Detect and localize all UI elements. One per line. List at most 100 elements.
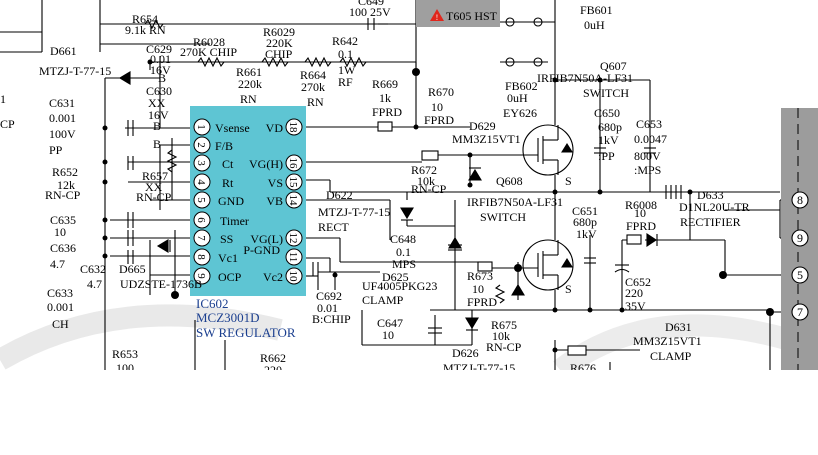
c629-value-2: 16V bbox=[150, 63, 171, 77]
d631-label: D631 bbox=[665, 320, 692, 334]
ic-pin-3-name: Ct bbox=[222, 157, 234, 171]
resistor-r669-box bbox=[377, 121, 393, 132]
r669-value-1: 1k bbox=[379, 91, 391, 105]
warning-icon bbox=[430, 9, 444, 21]
c632-value: 4.7 bbox=[87, 277, 102, 291]
left-edge-1: 1 bbox=[0, 92, 6, 106]
resistor-r672-box bbox=[421, 150, 439, 161]
components bbox=[118, 17, 682, 356]
diode-d622-symbol bbox=[400, 207, 414, 220]
resistor-r642-symbol bbox=[339, 56, 367, 68]
r675-label: R675 bbox=[491, 318, 517, 332]
r6008-label: R6008 bbox=[625, 198, 657, 212]
ic-pin-5-name: GND bbox=[218, 194, 244, 208]
ic-pin-5-num: 5 bbox=[195, 197, 207, 203]
c630-value-1: XX bbox=[148, 96, 166, 110]
r6029-value-1: 220K bbox=[266, 36, 293, 50]
r652-value-2: RN-CP bbox=[45, 188, 81, 202]
d633-part: D1NL20U-TR bbox=[679, 200, 750, 214]
d631-role: CLAMP bbox=[650, 349, 692, 363]
r657-value-1: XX bbox=[145, 180, 163, 194]
diode-d665-symbol bbox=[156, 239, 169, 253]
r6028-label: R6028 bbox=[193, 35, 225, 49]
c650-value-1: 680p bbox=[598, 120, 622, 134]
c653-value-2: 800V bbox=[634, 149, 661, 163]
ic-pin-9-name: OCP bbox=[218, 270, 242, 284]
c633-label: C633 bbox=[47, 286, 73, 300]
ic-pin-15-name: VS bbox=[268, 176, 283, 190]
resistor-r661-symbol bbox=[261, 56, 289, 68]
c635-value: 10 bbox=[54, 225, 66, 239]
c649-value: 100 25V bbox=[349, 5, 391, 19]
connector-pin-8: 8 bbox=[797, 193, 803, 207]
connector-pin-7: 7 bbox=[797, 305, 803, 319]
ic-part-label: MCZ3001D bbox=[196, 310, 260, 325]
mosfet-q608-symbol bbox=[518, 239, 574, 291]
ic-ref-label: IC602 bbox=[196, 296, 229, 311]
diode-d625-symbol bbox=[448, 236, 462, 249]
resistor-r664-symbol bbox=[304, 56, 332, 68]
r675-value-1: 10k bbox=[492, 329, 510, 343]
d629-label: D629 bbox=[469, 119, 496, 133]
q608-label: Q608 bbox=[496, 174, 523, 188]
lower-blank-area bbox=[0, 370, 818, 450]
c633-value-1: 0.001 bbox=[47, 300, 74, 314]
r672-value-1: 10k bbox=[417, 174, 435, 188]
r670-value-1: 10 bbox=[431, 100, 443, 114]
c648-label: C648 bbox=[390, 232, 416, 246]
r661-value-2: RN bbox=[240, 92, 257, 106]
c630-value-2: 16V bbox=[148, 108, 169, 122]
resistor-r673-box bbox=[477, 261, 493, 272]
ic-pin-12-name: VG(L) bbox=[250, 232, 283, 246]
diode-d633-symbol bbox=[646, 232, 657, 248]
c651-value-1: 680p bbox=[573, 215, 597, 229]
r661-value-1: 220k bbox=[238, 77, 262, 91]
c692-value-1: 0.01 bbox=[317, 301, 338, 315]
c653-value-3: :MPS bbox=[634, 163, 661, 177]
c692-label: C692 bbox=[316, 289, 342, 303]
r673-value-2: FPRD bbox=[467, 295, 497, 309]
ic-pin-18-num: 18 bbox=[287, 122, 299, 134]
q607-label: Q607 bbox=[600, 59, 627, 73]
q608-source-label: S bbox=[565, 282, 572, 296]
c648-value-1: 0.1 bbox=[396, 245, 411, 259]
ic-pin-18-name: VD bbox=[266, 121, 284, 135]
ic-pin-12-num: 12 bbox=[287, 233, 299, 244]
ic-pin-3-num: 3 bbox=[195, 160, 207, 166]
c631-value-1: 0.001 bbox=[49, 111, 76, 125]
ic-pin-9-num: 9 bbox=[195, 273, 207, 279]
r642-value-2: 1W bbox=[338, 63, 356, 77]
ic-pin-8-num: 8 bbox=[195, 254, 207, 260]
ic-pin-16-num: 16 bbox=[287, 158, 299, 170]
d629-part: MM3Z15VT1 bbox=[452, 132, 521, 146]
ic-pin-1-name: Vsense bbox=[215, 121, 250, 135]
r657-label: R657 bbox=[142, 169, 168, 183]
c652-label: C652 bbox=[625, 275, 651, 289]
ic602-pin-names: Vsense F/B Ct Rt GND Timer SS Vc1 OCP VD… bbox=[215, 121, 283, 284]
r657-value-2: RN-CP bbox=[136, 190, 172, 204]
r653-label: R653 bbox=[112, 347, 138, 361]
r670-label: R670 bbox=[428, 85, 454, 99]
d661-part: MTZJ-T-77-15 bbox=[39, 64, 111, 78]
resistor-r673-symbol bbox=[494, 284, 506, 304]
r6028-value: 270K CHIP bbox=[180, 45, 237, 59]
c630-b-2: B bbox=[153, 137, 161, 151]
r661-label: R661 bbox=[236, 65, 262, 79]
c647-value: 10 bbox=[382, 328, 394, 342]
r664-value-1: 270k bbox=[301, 80, 325, 94]
q608-role: SWITCH bbox=[480, 210, 526, 224]
d622-label: D622 bbox=[326, 188, 353, 202]
d633-role: RECTIFIER bbox=[680, 215, 741, 229]
q608-part: IRFIB7N50A-LF31 bbox=[467, 195, 563, 209]
c632-label: C632 bbox=[80, 262, 106, 276]
resistor-r6008-box bbox=[626, 234, 642, 245]
c630-label: C630 bbox=[146, 84, 172, 98]
c653-value-1: 0.0047 bbox=[634, 132, 667, 146]
r654-label: R654 bbox=[132, 12, 158, 26]
c631-value-3: PP bbox=[49, 143, 63, 157]
ic-pin-7-name: SS bbox=[220, 232, 233, 246]
c648-value-2: MPS bbox=[392, 257, 416, 271]
fb602-value-1: 0uH bbox=[507, 91, 528, 105]
ic602-pin-numbers: 1 2 3 4 5 6 7 8 9 18 16 15 14 12 11 10 bbox=[195, 122, 299, 283]
